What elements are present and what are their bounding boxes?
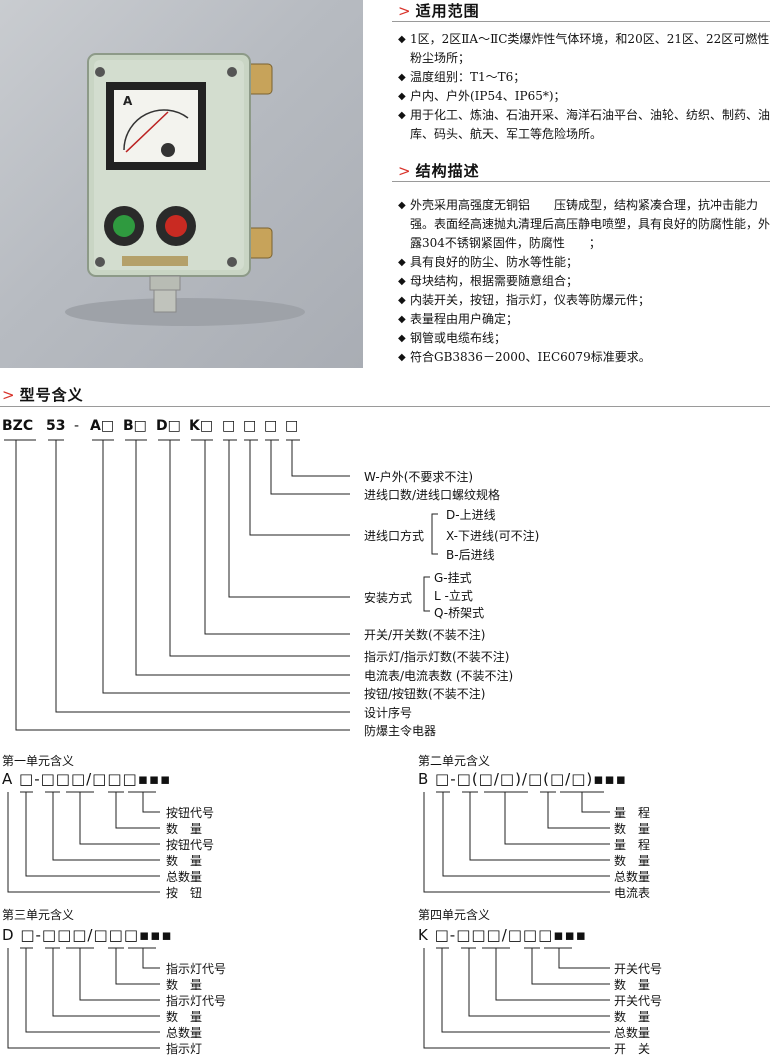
list-item: 表量程由用户确定； [398, 310, 770, 329]
label-mount-option: Q-桥架式 [434, 606, 485, 620]
divider [392, 181, 770, 182]
arrow-icon: > [398, 2, 412, 20]
unit4-label: 数 量 [614, 1010, 651, 1024]
list-item: 具有良好的防尘、防水等性能； [398, 253, 770, 272]
label-inlet-count: 进线口数/进线口螺纹规格 [364, 488, 501, 502]
unit1-code: A □-□□□/□□□▪▪▪ [2, 770, 172, 788]
label-main: 防爆主令电器 [364, 724, 437, 738]
unit4-label: 开关代号 [614, 994, 663, 1008]
list-item: 外壳采用高强度无铜铝 压铸成型，结构紧凑合理，抗冲击能力强。表面经高速抛丸清理后… [398, 196, 770, 253]
dial-letter: A [123, 94, 133, 108]
unit2-label: 量 程 [614, 838, 651, 852]
unit1-title: 第一单元含义 [2, 754, 75, 768]
label-ammeter: 电流表/电流表数 (不装不注) [364, 669, 514, 683]
scope-list: 1区，2区ⅡA～ⅡC类爆炸性气体环境，和20区、21区、22区可燃性粉尘场所； … [398, 30, 770, 144]
unit4-code: K □-□□□/□□□▪▪▪ [418, 926, 587, 944]
unit3-label: 数 量 [166, 978, 203, 992]
code-b: B□ [123, 418, 147, 434]
section-title-model: >型号含义 [2, 384, 84, 405]
unit1-label: 按钮代号 [166, 838, 215, 852]
section-title-text: 适用范围 [415, 2, 480, 20]
unit2-label: 数 量 [614, 854, 651, 868]
list-item: 内装开关，按钮，指示灯，仪表等防爆元件； [398, 291, 770, 310]
list-item: 户内、户外(IP54、IP65*)； [398, 87, 770, 106]
divider [392, 21, 770, 22]
list-item: 母块结构，根据需要随意组合； [398, 272, 770, 291]
label-outdoor: W-户外(不要求不注) [364, 470, 474, 484]
list-item: 用于化工、炼油、石油开采、海洋石油平台、油轮、纺织、制药、油库、码头、航天、军工… [398, 106, 770, 144]
unit4-label: 数 量 [614, 978, 651, 992]
section-title-scope: >适用范围 [398, 0, 480, 21]
list-item: 钢管或电缆布线； [398, 329, 770, 348]
label-mount-mode: 安装方式 [364, 591, 413, 605]
unit3-label: 数 量 [166, 1010, 203, 1024]
code-box-outdoor: □ [285, 418, 299, 434]
unit3-label: 总数量 [166, 1026, 203, 1040]
arrow-icon: > [398, 162, 412, 180]
label-inlet-option: X-下进线(可不注) [446, 529, 540, 543]
section-title-structure: >结构描述 [398, 160, 480, 181]
list-item: 符合GB3836－2000、IEC6079标准要求。 [398, 348, 770, 367]
label-serial: 设计序号 [364, 706, 413, 720]
divider [0, 406, 770, 407]
code-d: D□ [156, 418, 181, 434]
explosion-proof-control-box-illustration [65, 53, 305, 326]
unit2-code: B □-□(□/□)/□(□/□)▪▪▪ [418, 770, 627, 788]
label-inlet-mode: 进线口方式 [364, 529, 425, 543]
code-a: A□ [90, 418, 115, 434]
label-button: 按钮/按钮数(不装不注) [364, 687, 486, 701]
unit4-label: 开 关 [614, 1042, 651, 1056]
label-mount-option: L -立式 [434, 589, 473, 603]
unit3-label: 指示灯 [166, 1042, 203, 1056]
code-box-inlet-mode: □ [243, 418, 257, 434]
unit2-label: 量 程 [614, 806, 651, 820]
unit4-label: 总数量 [614, 1026, 651, 1040]
unit2-label: 电流表 [614, 886, 651, 900]
label-switch: 开关/开关数(不装不注) [364, 628, 486, 642]
code-serial: 53 [46, 418, 66, 434]
code-bzc: BZC [2, 418, 34, 434]
code-dash: - [74, 418, 80, 434]
label-inlet-option: B-后进线 [446, 548, 495, 562]
unit3-label: 指示灯代号 [166, 962, 227, 976]
label-lamp: 指示灯/指示灯数(不装不注) [364, 650, 510, 664]
unit3-code: D □-□□□/□□□▪▪▪ [2, 926, 173, 944]
unit1-label: 数 量 [166, 854, 203, 868]
code-k: K□ [189, 418, 214, 434]
unit1-label: 数 量 [166, 822, 203, 836]
code-box-inlet-count: □ [264, 418, 278, 434]
unit1-label: 按钮代号 [166, 806, 215, 820]
label-mount-option: G-挂式 [434, 571, 472, 585]
unit2-label: 数 量 [614, 822, 651, 836]
product-photo: A [0, 0, 363, 368]
unit2-title: 第二单元含义 [418, 754, 491, 768]
unit1-label: 总数量 [166, 870, 203, 884]
structure-list: 外壳采用高强度无铜铝 压铸成型，结构紧凑合理，抗冲击能力强。表面经高速抛丸清理后… [398, 196, 770, 367]
list-item: 温度组别：T1～T6； [398, 68, 770, 87]
arrow-icon: > [2, 386, 16, 404]
label-inlet-option: D-上进线 [446, 508, 496, 522]
unit4-label: 开关代号 [614, 962, 663, 976]
unit3-title: 第三单元含义 [2, 908, 75, 922]
unit2-label: 总数量 [614, 870, 651, 884]
unit4-title: 第四单元含义 [418, 908, 491, 922]
section-title-text: 结构描述 [415, 162, 480, 180]
section-title-text: 型号含义 [19, 386, 84, 404]
list-item: 1区，2区ⅡA～ⅡC类爆炸性气体环境，和20区、21区、22区可燃性粉尘场所； [398, 30, 770, 68]
unit3-label: 指示灯代号 [166, 994, 227, 1008]
code-box-mount: □ [222, 418, 236, 434]
unit1-label: 按 钮 [166, 886, 203, 900]
